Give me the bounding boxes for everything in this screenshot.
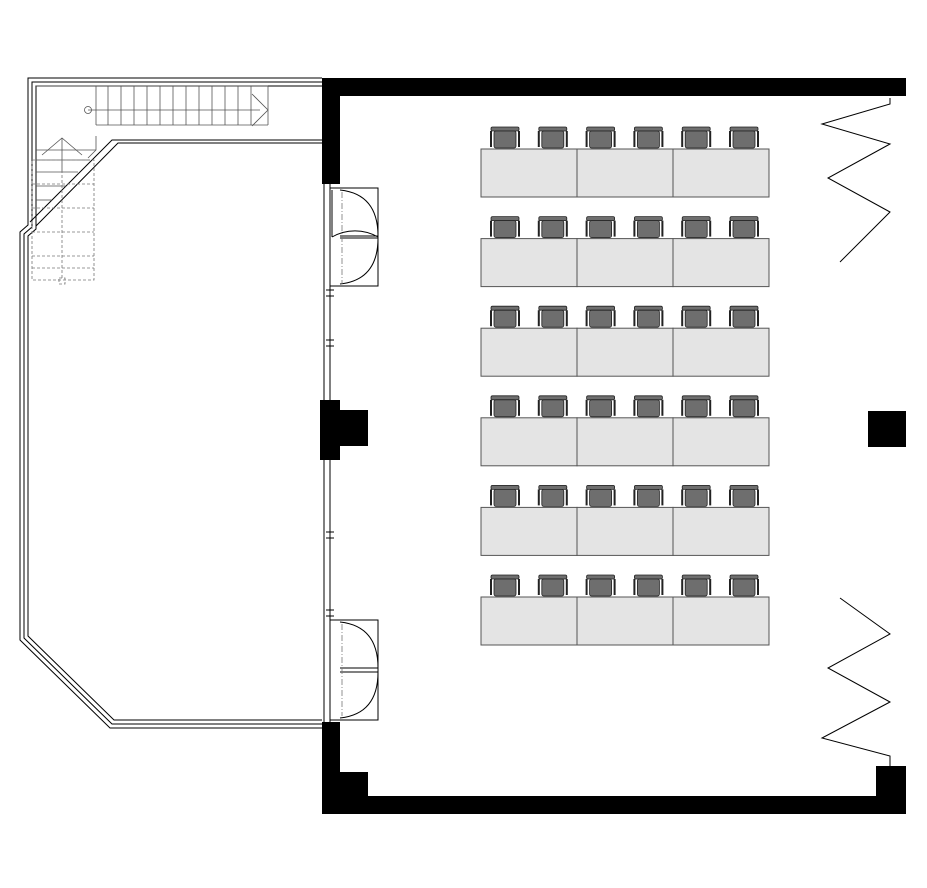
table (576, 238, 674, 288)
stair-start-marker (84, 106, 92, 114)
seating-row (480, 484, 770, 556)
table (480, 417, 578, 467)
chair (633, 574, 664, 597)
seating-row (480, 395, 770, 467)
table (480, 327, 578, 377)
stair-treads-top (36, 85, 269, 127)
chair (681, 305, 712, 328)
chair (729, 126, 759, 149)
table (480, 506, 578, 556)
door-lower[interactable] (329, 619, 379, 721)
chair (490, 484, 520, 507)
seating-row (480, 305, 770, 377)
table (672, 417, 770, 467)
folding-partition-lower (820, 597, 892, 766)
wall-left-middle (320, 400, 340, 460)
table (672, 327, 770, 377)
chair (729, 484, 759, 507)
table (480, 238, 578, 288)
chair (681, 395, 712, 418)
chair (490, 126, 520, 149)
table (672, 148, 770, 198)
chair (633, 216, 664, 239)
table (576, 327, 674, 377)
chair (490, 395, 520, 418)
chair (585, 126, 616, 149)
seating-row (480, 126, 770, 198)
chair (490, 216, 520, 239)
door-upper[interactable] (329, 187, 379, 287)
wall-left-lower (322, 722, 340, 814)
chair (633, 484, 664, 507)
chair (585, 574, 616, 597)
seating-row (480, 574, 770, 646)
column-left (340, 410, 368, 446)
walls (320, 78, 906, 814)
staircase (29, 85, 322, 285)
chair (585, 395, 616, 418)
table (480, 596, 578, 646)
chair (681, 126, 712, 149)
table (672, 238, 770, 288)
chair (537, 484, 568, 507)
chair (681, 216, 712, 239)
table (480, 148, 578, 198)
chair (490, 305, 520, 328)
chair (681, 574, 712, 597)
terrace-outline (19, 77, 322, 729)
chair (537, 395, 568, 418)
stair-treads-left (36, 137, 96, 201)
chair (585, 484, 616, 507)
table (672, 596, 770, 646)
seating-row (480, 216, 770, 288)
chair (729, 305, 759, 328)
wall-top (322, 78, 906, 96)
chair (633, 126, 664, 149)
table (576, 417, 674, 467)
chair (681, 484, 712, 507)
chair (537, 574, 568, 597)
wall-bottom (322, 796, 906, 814)
chair (585, 305, 616, 328)
chair (633, 305, 664, 328)
chair (585, 216, 616, 239)
chair (537, 216, 568, 239)
table (576, 506, 674, 556)
chair (729, 395, 759, 418)
table (576, 148, 674, 198)
chair (537, 126, 568, 149)
chair (729, 574, 759, 597)
table (672, 506, 770, 556)
column-bottom-right (876, 766, 906, 814)
chair (633, 395, 664, 418)
chair (490, 574, 520, 597)
chair (729, 216, 759, 239)
column-right (868, 411, 906, 447)
corner-bottom-left (340, 772, 368, 796)
wall-left-upper (322, 78, 340, 184)
stair-below-dashed (31, 159, 95, 285)
table (576, 596, 674, 646)
chair (537, 305, 568, 328)
folding-partition-upper (820, 98, 892, 263)
seating-layout (480, 126, 770, 646)
